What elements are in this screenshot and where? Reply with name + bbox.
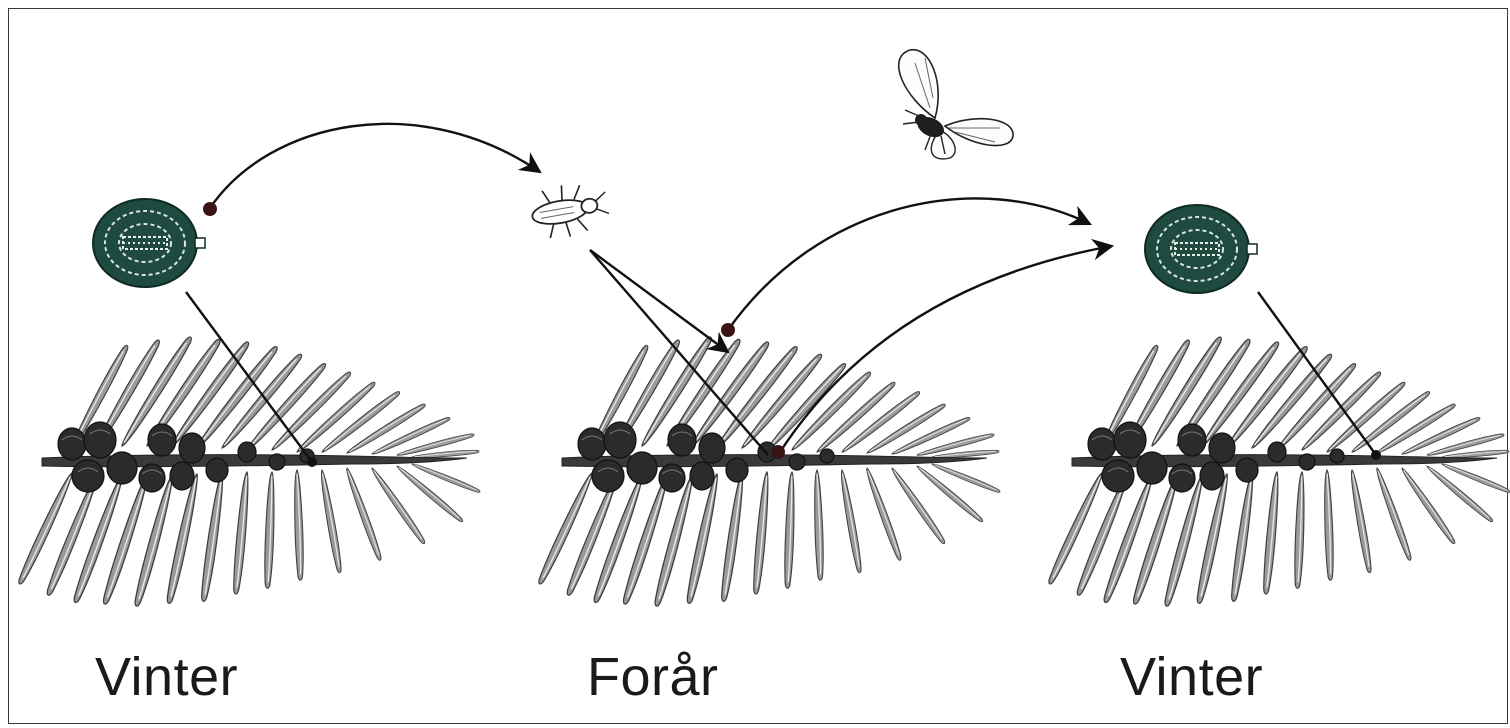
- arrow-egg-to-nymph: [210, 124, 540, 208]
- winged-aphid-icon: [899, 50, 1013, 159]
- green-scale-egg-icon: [1145, 205, 1257, 293]
- stage-label-spring: Forår: [587, 650, 719, 704]
- stage-label-winter-1: Vinter: [95, 650, 238, 704]
- stage-label-winter-2: Vinter: [1120, 650, 1263, 704]
- spruce-branch-icon: [536, 335, 1001, 608]
- green-scale-egg-icon: [93, 199, 205, 287]
- arrow-spring-to-winter-lower: [780, 246, 1112, 452]
- arrow-nymph-to-branch-upper: [590, 250, 728, 352]
- nymph-insect-icon: [528, 178, 612, 242]
- spruce-branch-icon: [1046, 335, 1510, 608]
